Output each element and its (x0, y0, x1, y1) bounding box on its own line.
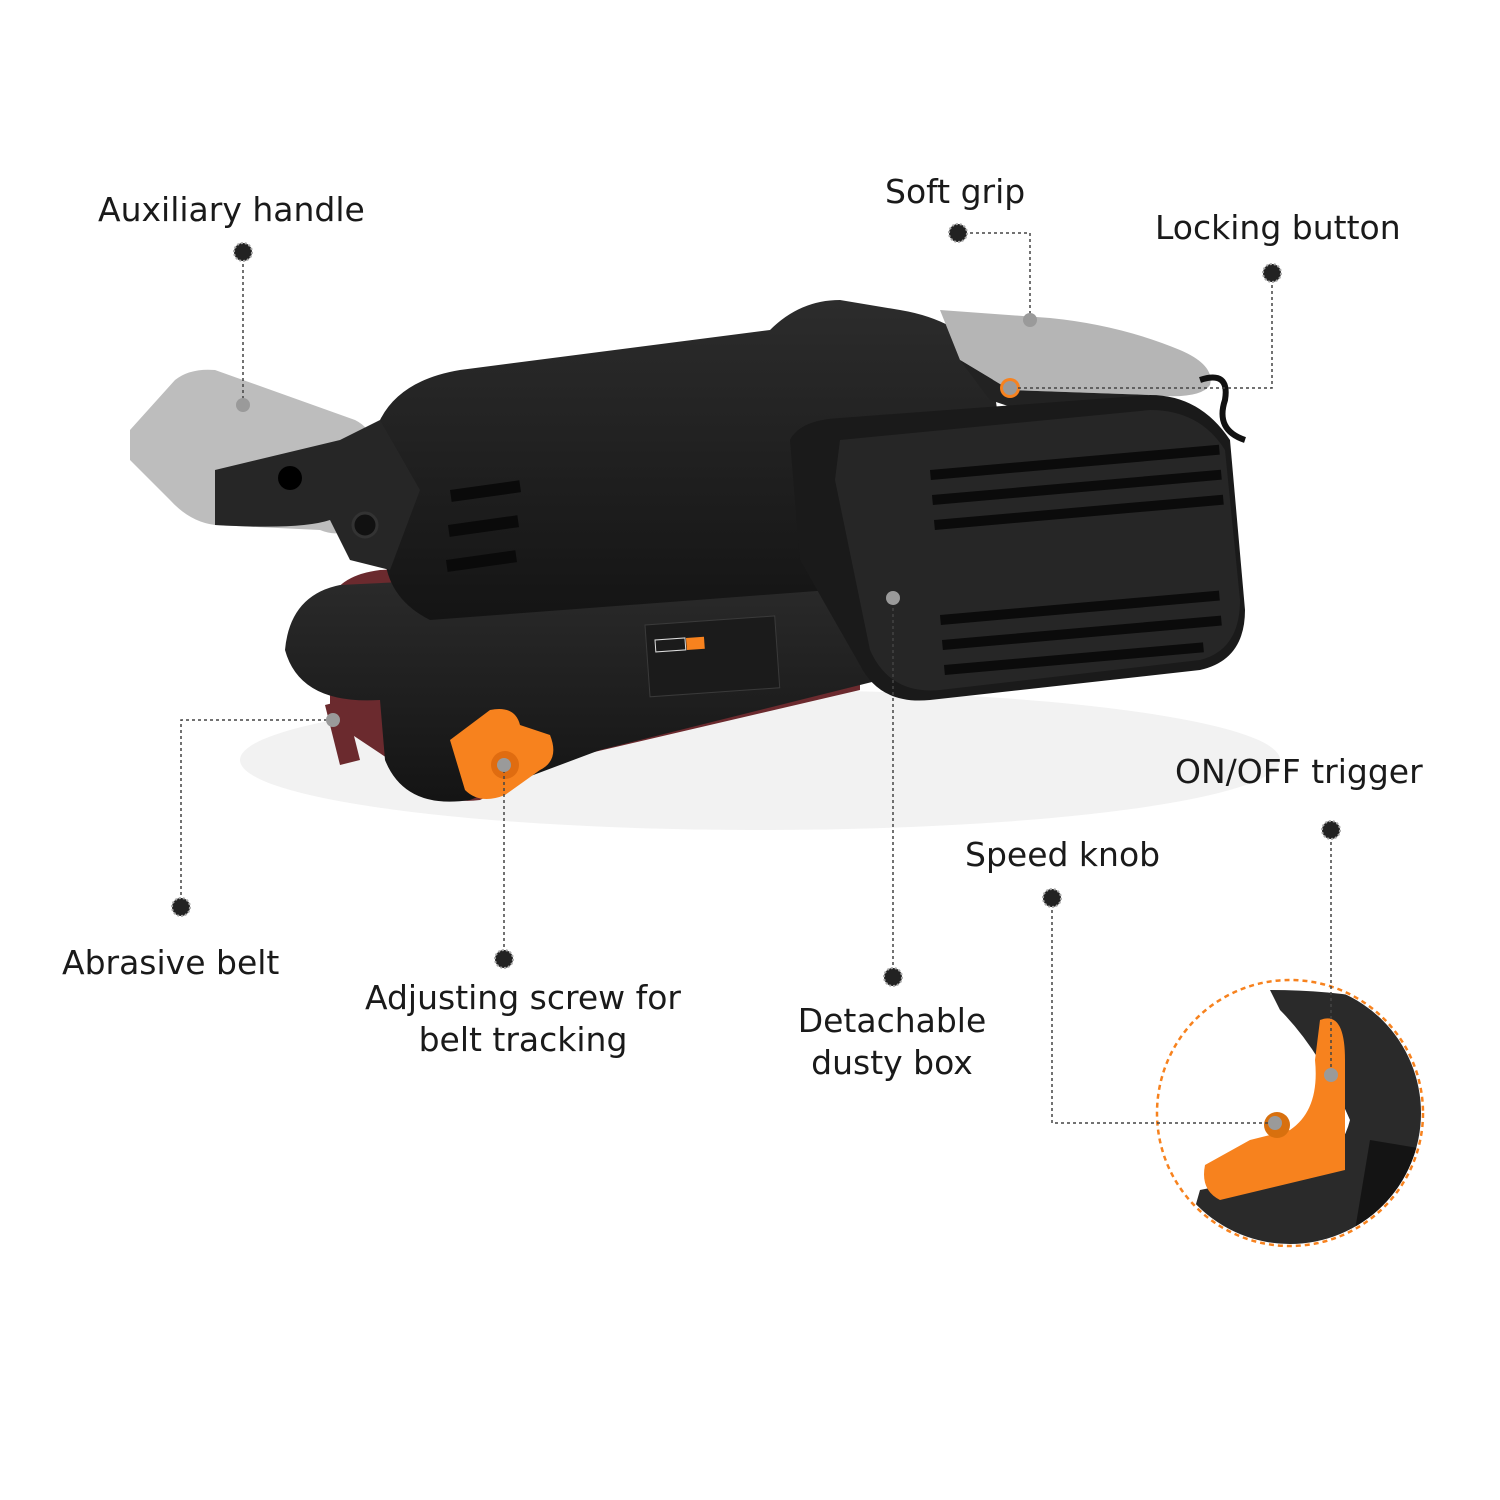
vent-slots (446, 480, 521, 572)
label-speed-knob: Speed knob (965, 835, 1161, 874)
label-auxiliary-handle: Auxiliary handle (98, 190, 365, 229)
leader-lines (180, 232, 1332, 1124)
label-dusty-box-line1: Detachable (797, 1001, 987, 1040)
motor-body (380, 300, 1000, 620)
auxiliary-handle (130, 369, 420, 570)
label-adjusting-screw-line1: Adjusting screw for (364, 978, 681, 1017)
label-adjusting-screw-line2: belt tracking (418, 1020, 628, 1059)
dust-box (790, 395, 1245, 701)
trigger-inset (1155, 978, 1425, 1248)
label-soft-grip: Soft grip (885, 172, 1026, 211)
label-dusty-box: Detachable dusty box (742, 1000, 1042, 1084)
label-locking-button: Locking button (1155, 208, 1401, 247)
label-dusty-box-line2: dusty box (811, 1043, 973, 1082)
rating-label (644, 615, 781, 698)
label-abrasive-belt: Abrasive belt (62, 943, 280, 982)
callout-dots (171, 223, 1341, 1130)
power-cord (1199, 374, 1247, 443)
label-on-off-trigger: ON/OFF trigger (1175, 752, 1423, 791)
label-adjusting-screw: Adjusting screw for belt tracking (323, 977, 723, 1061)
